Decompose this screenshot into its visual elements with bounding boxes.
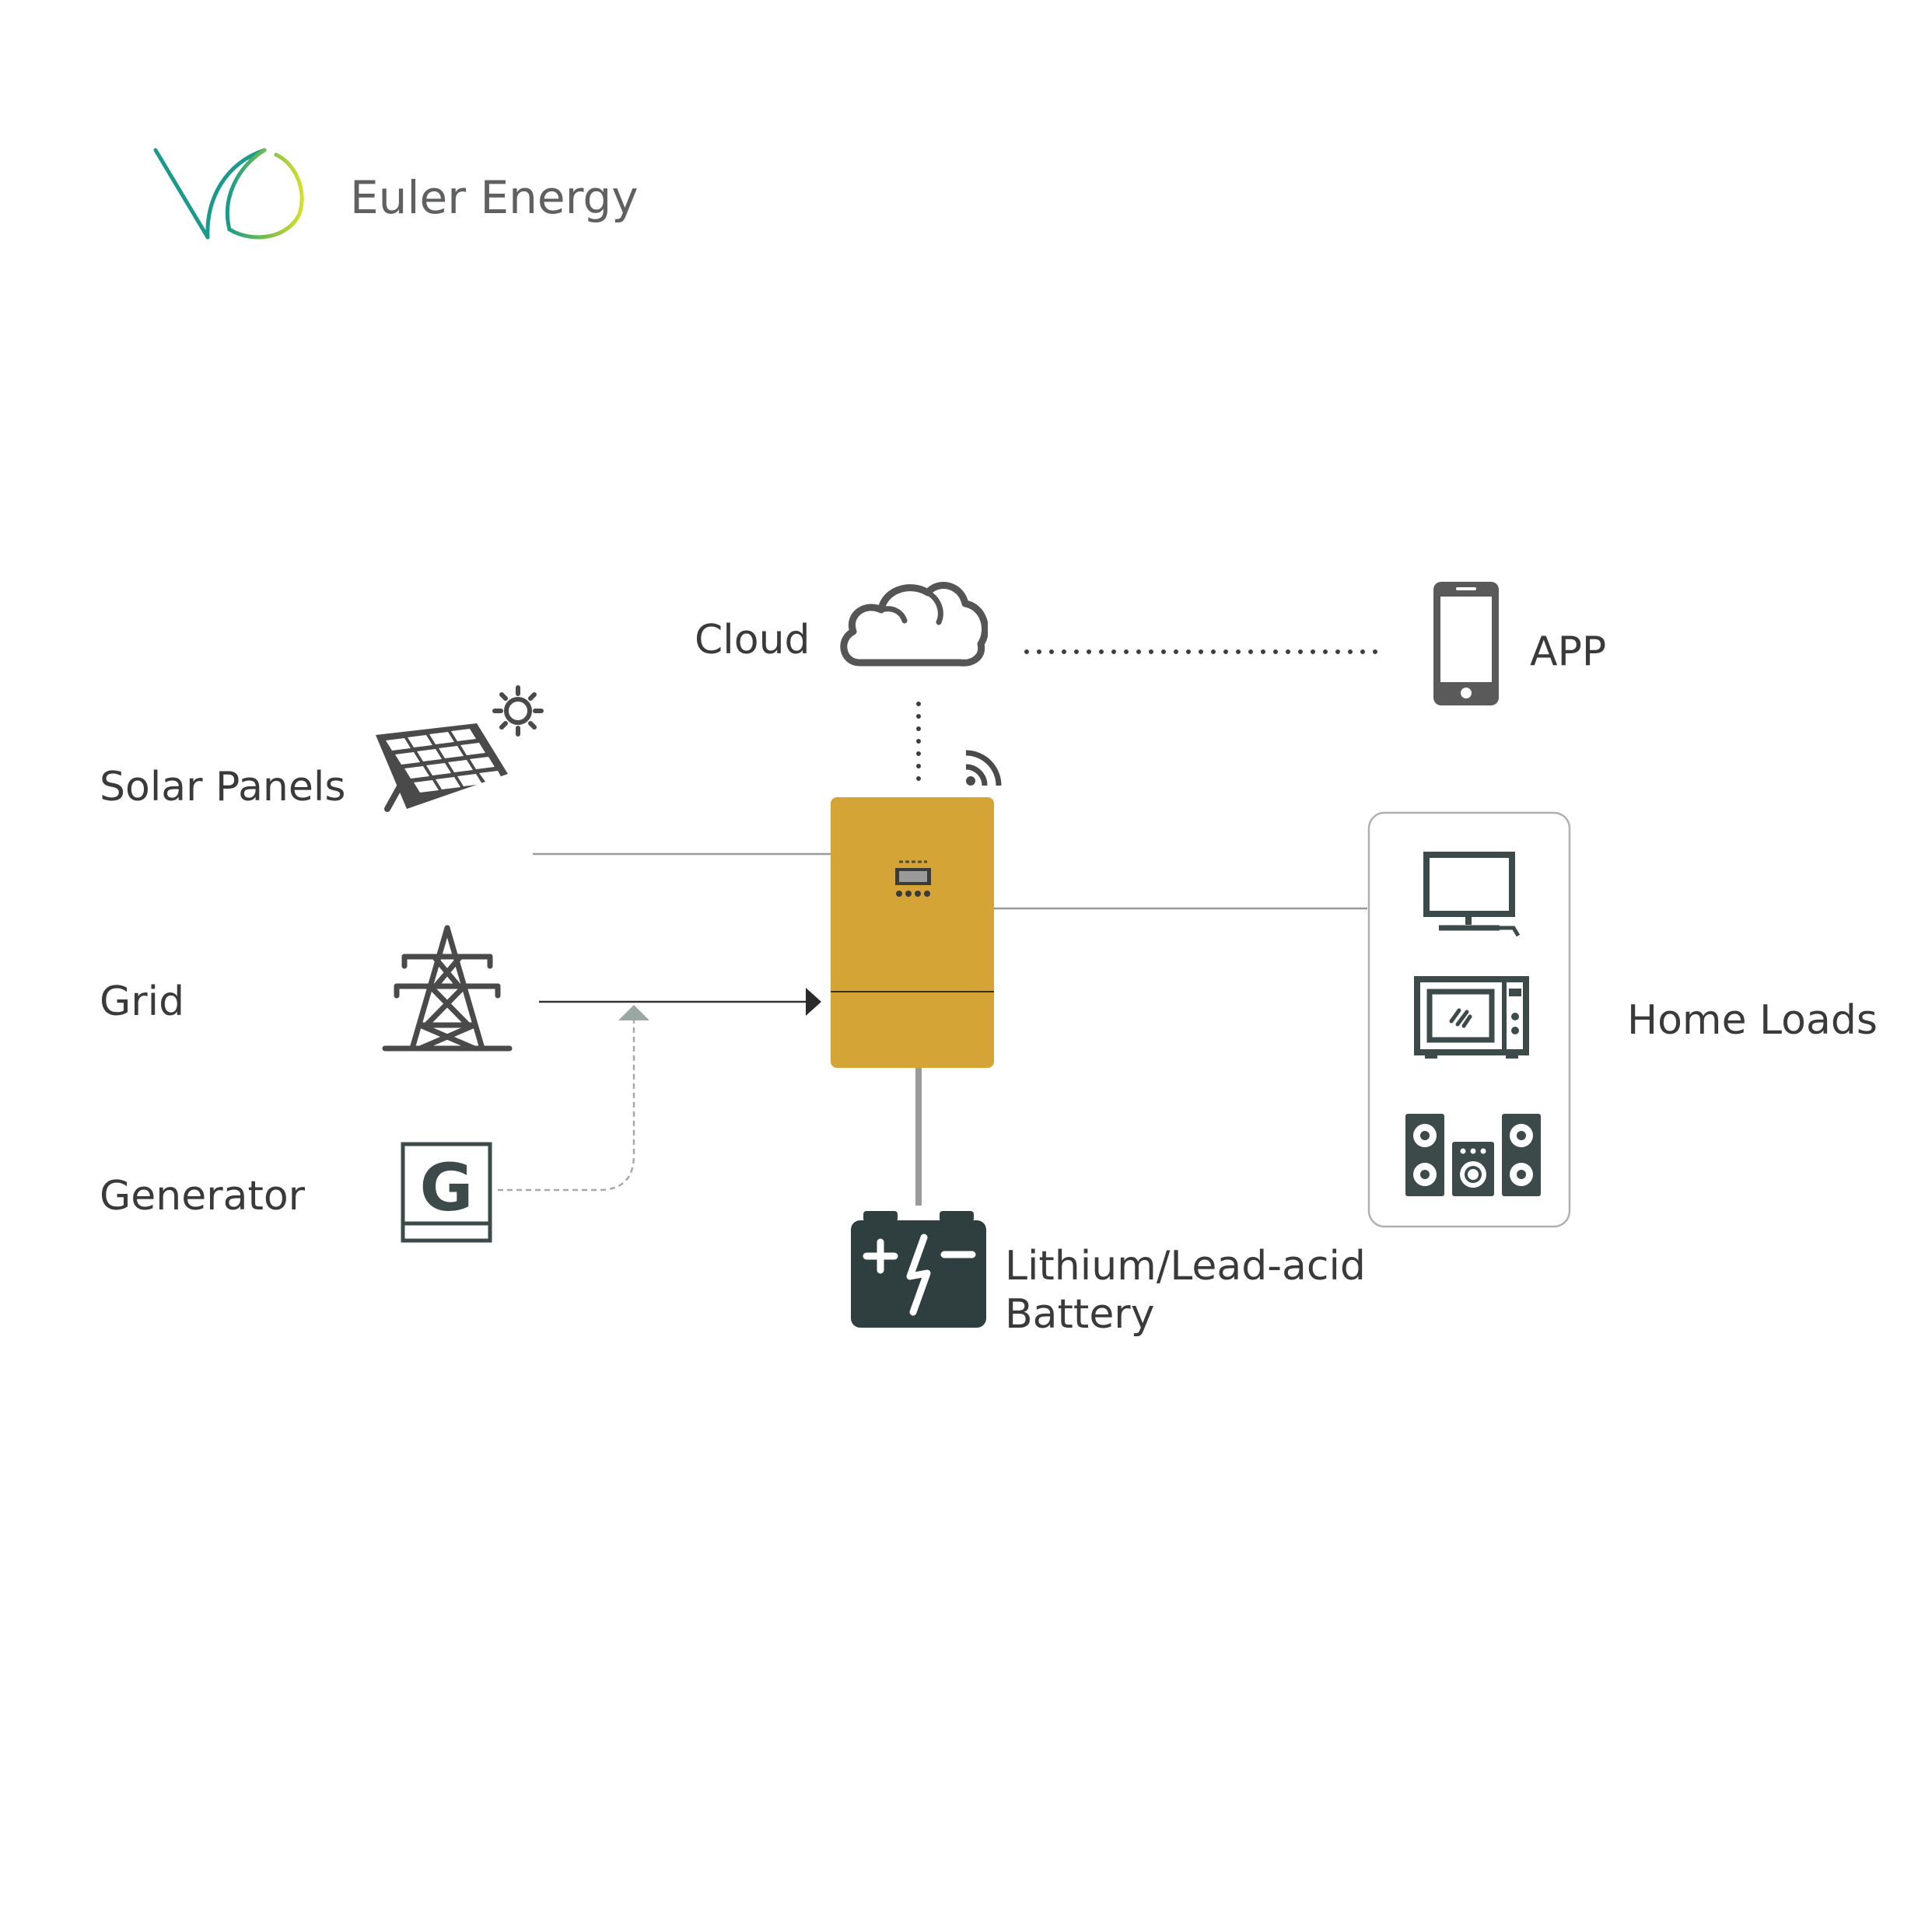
- solar-panel-icon: [376, 685, 544, 812]
- battery-icon: [851, 1211, 986, 1328]
- inverter-icon: [831, 797, 994, 1068]
- grid-arrow-head: [806, 988, 821, 1016]
- smartphone-icon: [1433, 582, 1499, 705]
- tv-icon: [1423, 852, 1521, 937]
- home-loads-label: Home Loads: [1627, 997, 1878, 1044]
- home-loads-box: [1367, 811, 1571, 1228]
- wifi-icon: [965, 750, 1002, 786]
- svg-text:G: G: [420, 1150, 474, 1226]
- solar-label: Solar Panels: [100, 764, 346, 810]
- generator-icon: G: [401, 1142, 492, 1243]
- generator-grid-line: [498, 1019, 635, 1192]
- app-label: APP: [1530, 628, 1607, 675]
- microwave-icon: [1414, 976, 1529, 1059]
- speakers-icon: [1405, 1114, 1541, 1196]
- cloud-icon: [840, 582, 988, 667]
- euler-energy-logo: [153, 148, 304, 240]
- battery-label-line2: Battery: [1005, 1291, 1155, 1338]
- power-tower-icon: [382, 925, 513, 1052]
- grid-label: Grid: [100, 978, 185, 1025]
- cloud-label: Cloud: [695, 617, 810, 663]
- generator-label: Generator: [100, 1173, 306, 1220]
- generator-arrow-head: [618, 1005, 649, 1020]
- battery-label-line1: Lithium/Lead-acid: [1005, 1243, 1366, 1290]
- brand-name: Euler Energy: [350, 171, 639, 224]
